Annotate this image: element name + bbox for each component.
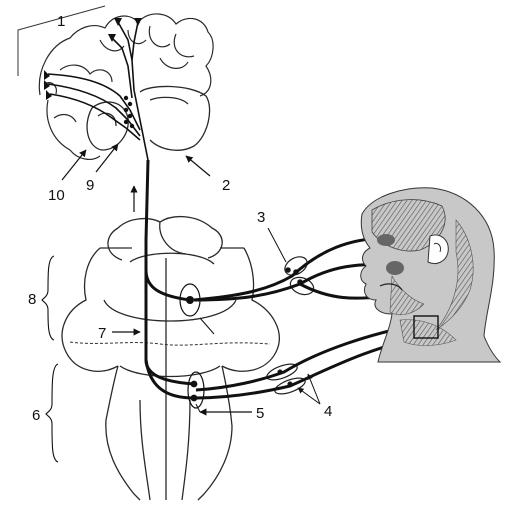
label-5: 5: [256, 405, 265, 422]
neck-muscle-box: [413, 315, 439, 339]
label-4: 4: [324, 403, 333, 420]
pointer-4: [297, 373, 321, 405]
bracket-6: [45, 363, 59, 463]
label-3: 3: [257, 209, 266, 226]
pons-medulla-boundary: [69, 341, 271, 346]
nucleus-pointer: [199, 317, 215, 335]
basal-ganglia: [86, 85, 211, 151]
label-2: 2: [222, 177, 231, 194]
label-1: 1: [57, 13, 66, 30]
label-9: 9: [86, 177, 95, 194]
cerebral-cortex: [38, 13, 214, 160]
label-8: 8: [28, 291, 37, 308]
ganglion-4: [266, 363, 306, 395]
brainstem-outline: [61, 216, 280, 501]
label-7: 7: [98, 325, 107, 342]
bracket-8: [41, 255, 55, 341]
pointer-5-line: [195, 403, 201, 413]
head-figure: [360, 187, 502, 363]
corticobulbar-tract: [47, 21, 149, 161]
bracket-1: [17, 5, 106, 76]
label-6: 6: [32, 407, 41, 424]
label-10: 10: [48, 187, 65, 204]
descending-pathway: [144, 159, 195, 400]
pointer-3: [267, 227, 287, 263]
cortical-neuron-bodies: [44, 18, 142, 129]
label-pointers-top: [61, 143, 211, 212]
